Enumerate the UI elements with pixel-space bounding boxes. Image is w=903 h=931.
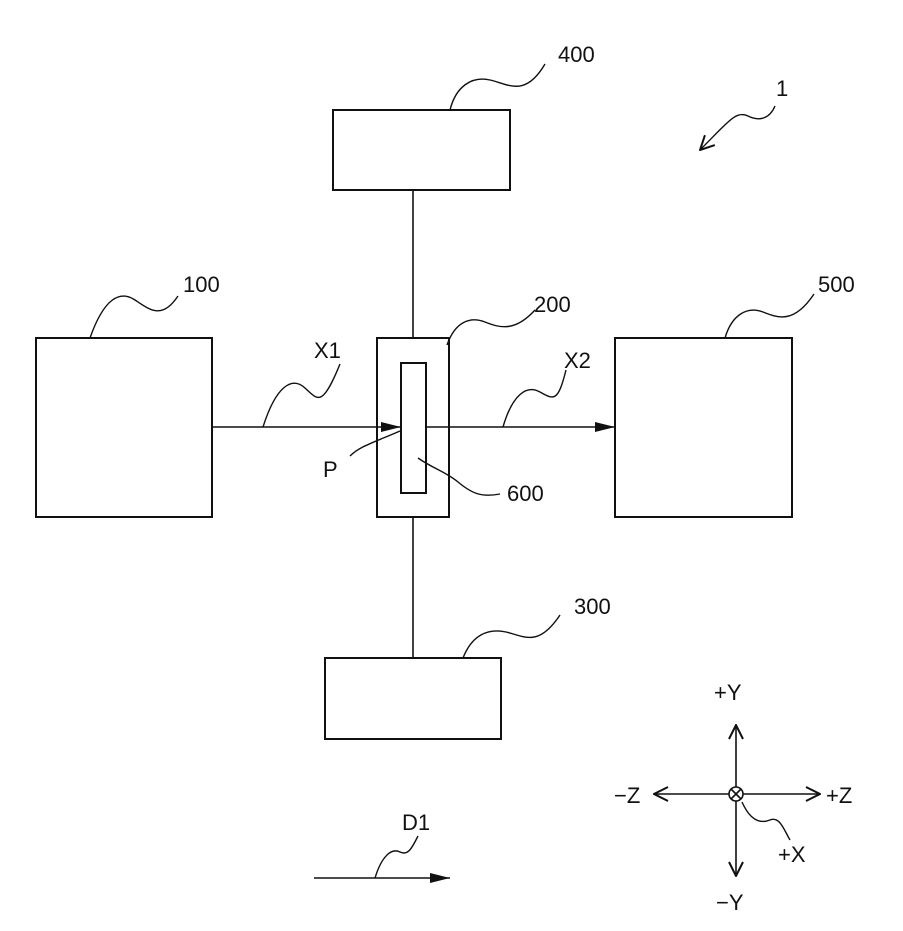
axis-label-plus-z: +Z bbox=[826, 783, 852, 808]
axis-x-into-page-icon bbox=[729, 787, 743, 801]
axis-label-minus-z: −Z bbox=[614, 783, 640, 808]
leader-x2 bbox=[503, 370, 566, 427]
leader-500 bbox=[725, 294, 814, 338]
element-600 bbox=[401, 363, 426, 493]
label-600: 600 bbox=[507, 481, 544, 506]
label-d1: D1 bbox=[402, 810, 430, 835]
label-x2: X2 bbox=[564, 348, 591, 373]
axis-label-plus-y: +Y bbox=[714, 680, 742, 705]
block-300 bbox=[325, 658, 501, 739]
label-x1: X1 bbox=[314, 338, 341, 363]
leader-x1 bbox=[263, 364, 340, 427]
label-200: 200 bbox=[534, 292, 571, 317]
block-500 bbox=[615, 338, 792, 517]
leader-400 bbox=[450, 64, 545, 110]
axis-label-minus-y: −Y bbox=[716, 890, 744, 915]
label-system-1: 1 bbox=[776, 76, 788, 101]
label-p: P bbox=[323, 457, 338, 482]
label-400: 400 bbox=[558, 42, 595, 67]
leader-300 bbox=[463, 615, 560, 658]
system-ref-arrow bbox=[700, 106, 775, 150]
axis-label-plus-x: +X bbox=[778, 842, 806, 867]
block-100 bbox=[36, 338, 212, 517]
leader-200 bbox=[447, 310, 535, 345]
label-300: 300 bbox=[574, 594, 611, 619]
leader-100 bbox=[90, 296, 178, 338]
block-400 bbox=[333, 110, 510, 190]
label-100: 100 bbox=[183, 272, 220, 297]
leader-plus-x bbox=[742, 802, 790, 840]
label-500: 500 bbox=[818, 272, 855, 297]
leader-d1 bbox=[375, 836, 418, 878]
